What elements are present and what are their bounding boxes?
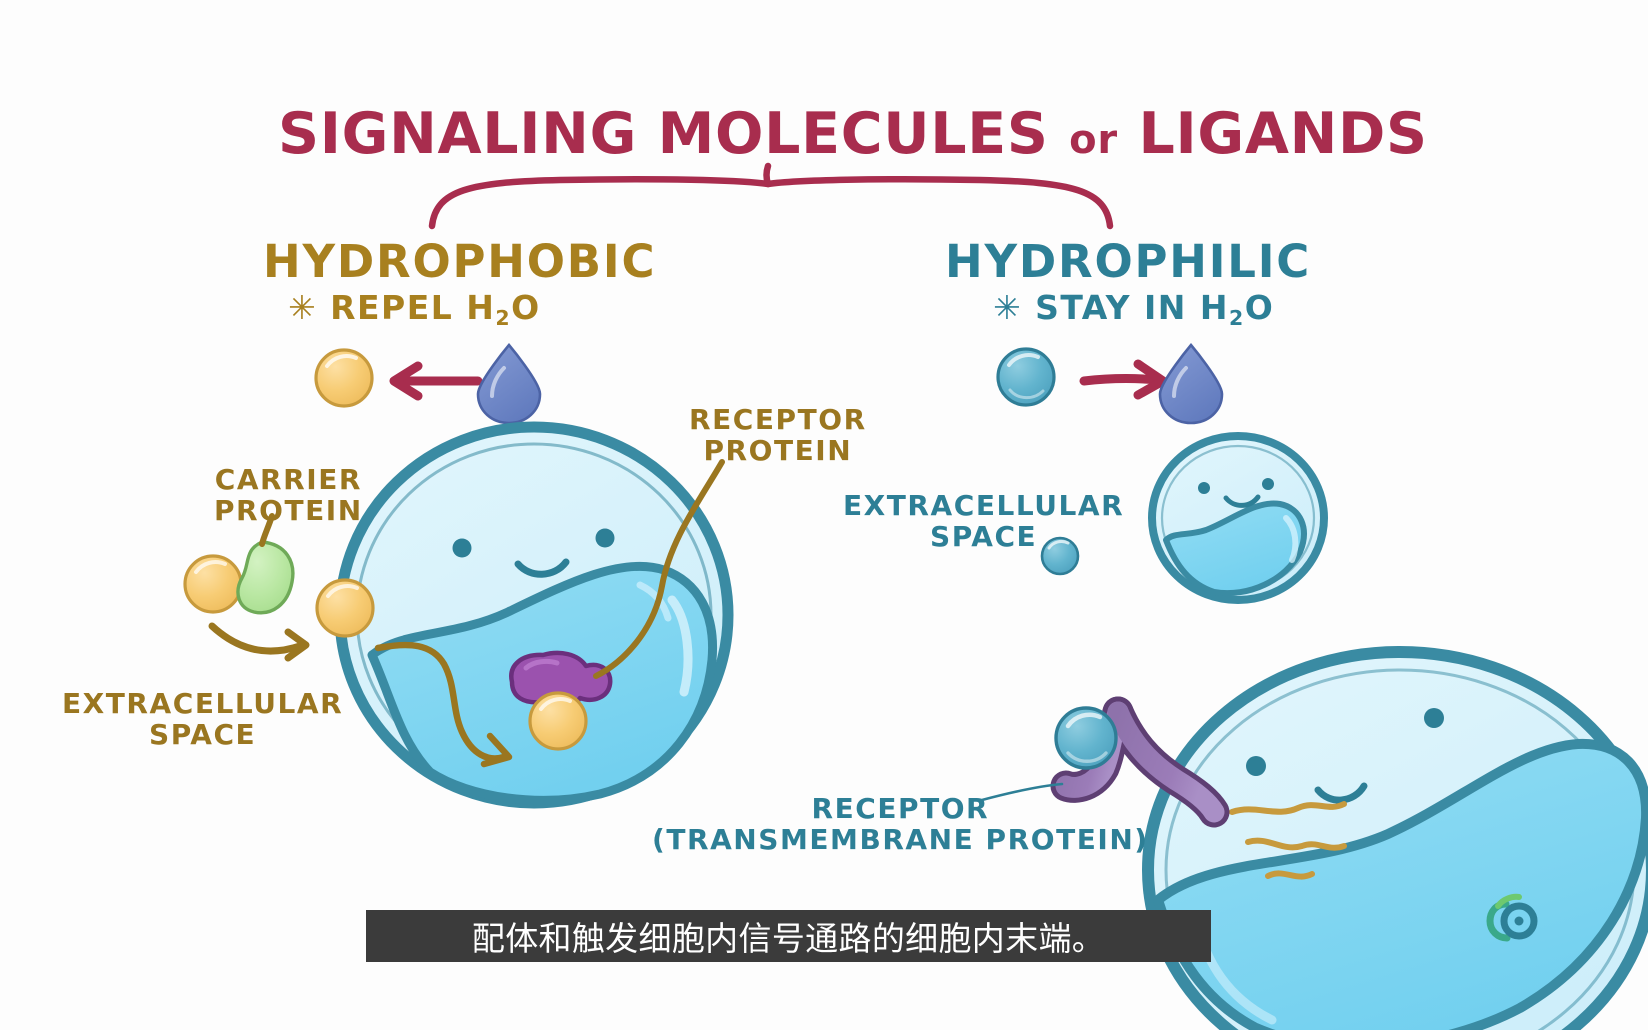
arrow-right-icon (1079, 359, 1168, 400)
subtitle-caption-text: 配体和触发细胞内信号通路的细胞内末端。 (471, 919, 1106, 958)
ligand-diffusion-path (374, 641, 513, 768)
hydrophobic-subtitle-main: REPEL H (330, 288, 496, 327)
hydrophilic-bullet-icon: ✳ (993, 288, 1023, 327)
title-connector: or (1069, 117, 1118, 163)
transmembrane-receptor-protein (1050, 696, 1230, 828)
hydrophilic-heading: HYDROPHILIC (945, 235, 1312, 288)
extracellular-space-left-line2: SPACE (149, 718, 257, 752)
extracellular-space-right-line1: EXTRACELLULAR (843, 489, 1125, 522)
free-hydrophilic-ligand-icon (1040, 536, 1080, 576)
extracellular-space-label-left: EXTRACELLULAR SPACE (62, 688, 343, 751)
extracellular-space-label-right: EXTRACELLULAR SPACE (843, 490, 1124, 553)
osmosis-logo (1486, 893, 1538, 942)
title-part-a: SIGNALING MOLECULES (278, 101, 1049, 167)
hydrophobic-ligand-icon (314, 348, 374, 408)
carrier-protein (183, 513, 295, 615)
water-drop-left-icon (476, 342, 542, 425)
page-title: SIGNALING MOLECULES or LIGANDS (278, 101, 1428, 167)
transmembrane-receptor-line2: (TRANSMEMBRANE PROTEIN) (652, 823, 1149, 857)
carrier-entry-arrow-icon (208, 622, 310, 662)
hydrophilic-subtitle-tail: O (1244, 288, 1275, 327)
extracellular-space-left-line1: EXTRACELLULAR (62, 687, 344, 720)
membrane-ligand-icon (315, 578, 375, 638)
hydrophilic-subtitle: ✳ STAY IN H2O (993, 288, 1275, 331)
arrow-left-icon (389, 361, 483, 401)
title-part-b: LIGANDS (1138, 101, 1428, 167)
extracellular-space-right-line2: SPACE (930, 520, 1038, 554)
transmembrane-receptor-leader (980, 782, 1064, 802)
transmembrane-receptor-line1: RECEPTOR (811, 792, 990, 825)
hydrophilic-subtitle-main: STAY IN H (1035, 288, 1229, 327)
hydrophobic-subtitle: ✳ REPEL H2O (288, 288, 541, 331)
brace-icon (428, 162, 1114, 230)
hydrophilic-cell-upper (1148, 432, 1328, 604)
receptor-protein-label-line2: PROTEIN (703, 434, 853, 468)
intracellular-signal-squiggle (1229, 801, 1347, 880)
hydrophilic-subtitle-sub: 2 (1228, 306, 1245, 331)
water-drop-right-icon (1158, 342, 1224, 425)
hydrophobic-heading: HYDROPHOBIC (263, 235, 657, 288)
hydrophobic-bullet-icon: ✳ (288, 288, 318, 327)
subtitle-caption-bar: 配体和触发细胞内信号通路的细胞内末端。 (366, 910, 1211, 962)
receptor-protein-label-line1: RECEPTOR (689, 403, 867, 436)
receptor-protein-leader (593, 459, 725, 679)
hydrophobic-subtitle-tail: O (511, 288, 541, 327)
carrier-protein-label: CARRIER PROTEIN (214, 464, 363, 527)
internalized-ligand-icon (528, 691, 588, 751)
carrier-protein-label-line2: PROTEIN (214, 494, 363, 528)
hydrophobic-cell (334, 421, 734, 809)
transmembrane-receptor-label: RECEPTOR (TRANSMEMBRANE PROTEIN) (652, 793, 1149, 856)
receptor-protein-label: RECEPTOR PROTEIN (689, 404, 867, 467)
hydrophobic-subtitle-sub: 2 (495, 306, 512, 331)
hydrophilic-ligand-icon (996, 347, 1056, 407)
hydrophilic-cell-lower (1142, 646, 1648, 1030)
carrier-protein-label-line1: CARRIER (214, 463, 362, 496)
